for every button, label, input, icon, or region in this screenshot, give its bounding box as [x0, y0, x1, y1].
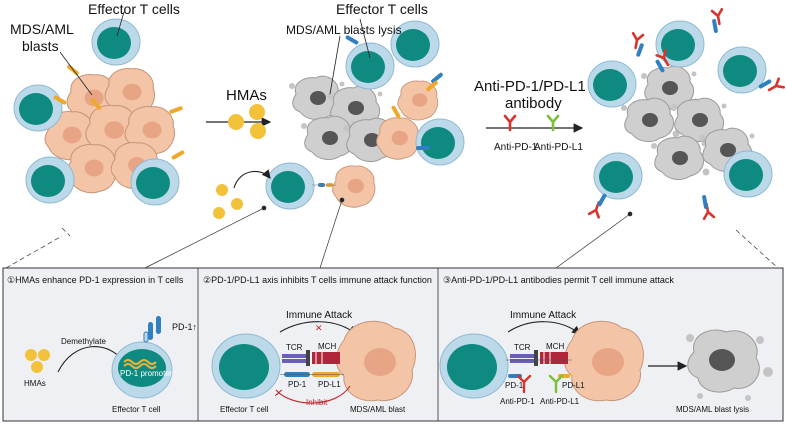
- effector-t-cells-left-label: Effector T cells: [88, 1, 180, 17]
- panel3-synapse: [506, 350, 572, 394]
- anti-pd1-label: Anti-PD-1: [494, 142, 538, 153]
- panel2-synapse: [280, 350, 344, 377]
- panel3-anti-pd1-label: Anti-PD-1: [500, 397, 535, 406]
- panel3-immune-attack-label: Immune Attack: [510, 310, 577, 321]
- pd1-promoter-label: PD-1 promoter: [120, 369, 173, 378]
- blasts-label-line2: blasts: [22, 38, 59, 54]
- panel2-immune-attack-label: Immune Attack: [286, 310, 353, 321]
- panel2-tcr-label: TCR: [286, 343, 303, 352]
- anti-pdl1-label: Anti-PD-L1: [534, 142, 583, 153]
- blocked-x-icon: ✕: [315, 323, 323, 333]
- blasts-lysis-label: MDS/AML blasts lysis: [286, 23, 402, 37]
- panel1-tcell: [111, 316, 173, 399]
- demethylate-label: Demethylate: [61, 337, 106, 346]
- panel2-tcell-label: Effector T cell: [220, 405, 269, 414]
- hma-drug-dots: [228, 104, 266, 139]
- effector-t-cells-mid-label: Effector T cells: [336, 1, 428, 17]
- panel3-title: ③Anti-PD-1/PD-L1 antibodies permit T cel…: [443, 275, 674, 285]
- panel3-tcell: [439, 333, 509, 399]
- middle-cluster: [288, 20, 465, 166]
- pointer-line: [116, 11, 125, 37]
- panel3-pd1-label: PD-1: [505, 381, 524, 390]
- panel1-hma-dots: [25, 349, 50, 373]
- panel3-lysis-label: MDS/AML blast lysis: [676, 405, 749, 414]
- pointer-line: [329, 35, 341, 95]
- blasts-label-line1: MDS/AML: [10, 21, 74, 37]
- inhibit-arrow: [276, 385, 351, 404]
- panel1-title: ①HMAs enhance PD-1 expression in T cells: [7, 275, 184, 285]
- panel3-anti-pdl1-label: Anti-PD-L1: [540, 397, 580, 406]
- pd1-up-label: PD-1↑: [172, 322, 197, 332]
- inhibit-label: Inhibit: [306, 398, 328, 407]
- panel3-dead-cell: [686, 329, 773, 401]
- antibody-label-line2: antibody: [505, 95, 562, 112]
- panel2-blast: [336, 320, 416, 402]
- panel2-blast-label: MDS/AML blast: [350, 405, 406, 414]
- pointer-line: [59, 51, 93, 96]
- panel2-mch-label: MCH: [318, 342, 336, 351]
- panel1-hmas-label: HMAs: [24, 379, 46, 388]
- panel3-pdl1-label: PD-L1: [562, 381, 585, 390]
- mid-interaction: [213, 162, 376, 219]
- panel3-mch-label: MCH: [546, 342, 564, 351]
- panel3-tcr-label: TCR: [514, 343, 531, 352]
- panel2-title: ②PD-1/PD-L1 axis inhibits T cells immune…: [203, 275, 432, 285]
- panel2-pdl1-label: PD-L1: [318, 380, 341, 389]
- panel1-cell-label: Effector T cell: [112, 405, 161, 414]
- hmas-label: HMAs: [226, 87, 267, 104]
- connector-lines: [5, 197, 779, 269]
- panel3-blast: [564, 320, 644, 402]
- panel3-attack-arrow: [507, 321, 581, 335]
- right-cluster: [587, 7, 785, 221]
- panel2-tcell: [211, 333, 281, 399]
- panel2-pd1-label: PD-1: [288, 380, 307, 389]
- antibody-label-line1: Anti-PD-1/PD-L1: [474, 78, 586, 95]
- pointer-line: [359, 18, 371, 59]
